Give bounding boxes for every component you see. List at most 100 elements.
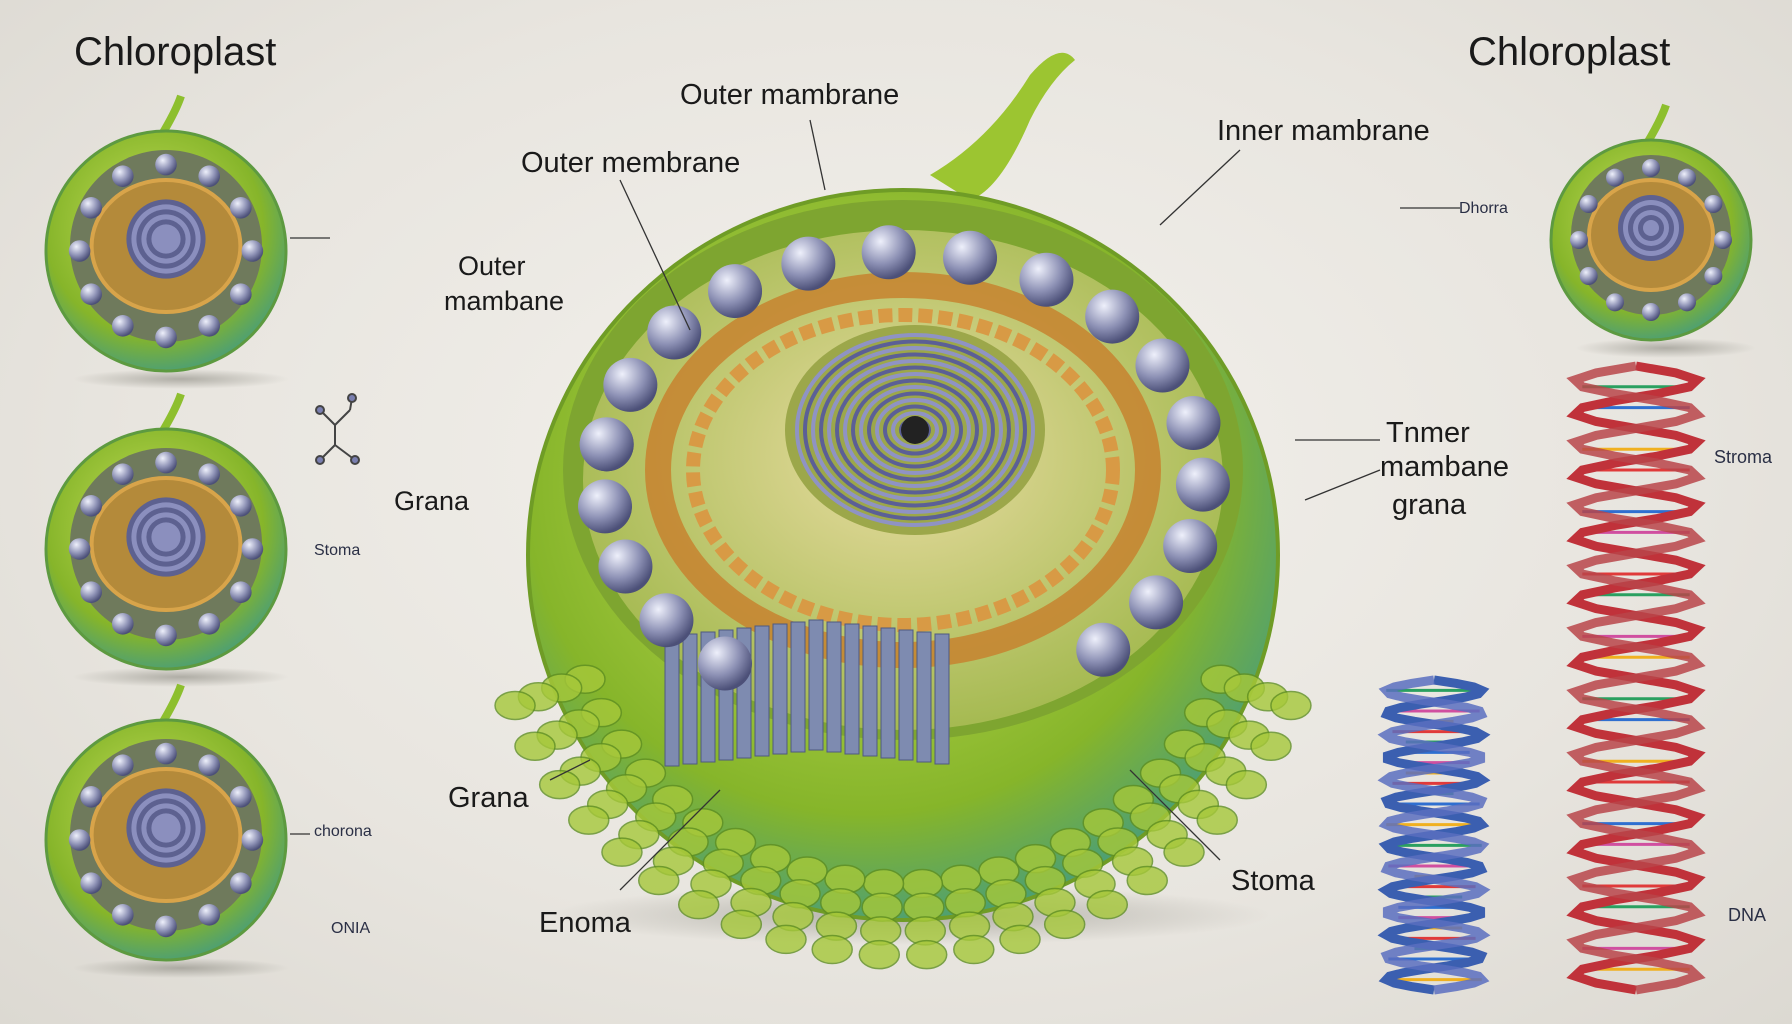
title-left: Chloroplast <box>74 30 277 74</box>
label-outer-mambrane-top: Outer mambrane <box>680 79 900 111</box>
mini-granule <box>112 754 134 776</box>
mini-granule <box>155 915 177 938</box>
thylakoid-fin <box>682 633 698 765</box>
mini-granule <box>1678 168 1696 187</box>
surface-cell <box>858 939 901 970</box>
mini-granule <box>1579 267 1598 285</box>
thylakoid-fin <box>808 619 824 751</box>
main-chloroplast <box>494 52 1312 970</box>
mini-granule <box>80 197 102 219</box>
thylakoid-fin <box>844 623 860 755</box>
granum-ring <box>867 391 963 469</box>
surface-cell <box>568 805 610 835</box>
mini-granule <box>155 624 177 647</box>
granule <box>1175 457 1230 512</box>
label-stoma-bottom: Stoma <box>1231 865 1315 897</box>
mini-granum <box>151 813 181 843</box>
granum-ring <box>811 346 1019 514</box>
mini-granule <box>241 240 264 262</box>
shadow <box>73 369 289 389</box>
mini-granule <box>230 197 252 219</box>
surface-cell <box>601 837 643 867</box>
backbone <box>1566 361 1706 995</box>
surface-cell <box>905 939 948 970</box>
thylakoid-fin <box>754 625 770 757</box>
granule <box>943 230 998 285</box>
dna-helix <box>1377 675 1491 995</box>
granum-ring <box>843 372 987 488</box>
mini-granule <box>1606 293 1624 312</box>
thylakoid-fin <box>898 629 914 761</box>
granum-ring <box>891 411 939 449</box>
mini-granule <box>198 463 220 485</box>
shadow <box>1576 338 1756 358</box>
surface-cell <box>1270 690 1312 721</box>
granule <box>1166 395 1221 450</box>
surface-cell <box>677 889 720 920</box>
mini-granule <box>198 315 220 337</box>
surface-cell <box>538 769 581 800</box>
thylakoid-fin <box>916 631 932 763</box>
surface-cell <box>1250 731 1292 762</box>
surface-cell <box>1225 769 1268 800</box>
surface-cell <box>1163 837 1205 867</box>
mini-granule <box>80 872 102 894</box>
surface-cell <box>811 934 853 965</box>
thylakoid-fin <box>880 627 896 759</box>
mini-chloroplasts <box>44 94 1756 978</box>
mini-chloroplast <box>44 94 289 389</box>
dna-helices <box>1377 361 1706 995</box>
granule <box>647 305 702 360</box>
label-grana-left: Grana <box>394 486 470 516</box>
granum-ring <box>875 398 955 462</box>
surface-cell <box>638 865 680 896</box>
mini-granule <box>230 495 252 517</box>
mini-granule <box>1579 195 1598 213</box>
surface-cell <box>1086 889 1129 920</box>
mini-granule <box>198 904 220 926</box>
mini-granule <box>68 538 91 560</box>
label-chorona: chorona <box>314 823 372 840</box>
thylakoid-fin <box>862 625 878 757</box>
mini-granule <box>155 326 177 349</box>
granule <box>781 236 836 291</box>
granule <box>598 539 653 594</box>
mini-granule <box>198 165 220 187</box>
granum-ring <box>835 365 995 495</box>
mini-granule <box>68 829 91 851</box>
label-grana-bottom: Grana <box>448 782 529 814</box>
granum-ring <box>859 385 971 475</box>
mini-granule <box>1642 303 1660 321</box>
dna-helix <box>1566 361 1706 995</box>
granum-ring <box>827 359 1003 501</box>
mini-granule <box>1570 231 1588 249</box>
mini-granule <box>1704 195 1723 213</box>
granule <box>603 357 658 412</box>
granule <box>708 264 763 319</box>
granule <box>1163 518 1218 573</box>
granule <box>578 479 633 534</box>
mini-granule <box>80 581 102 603</box>
mini-granule <box>198 754 220 776</box>
granum-ring <box>803 339 1027 521</box>
mini-granule <box>112 904 134 926</box>
granum-ring <box>819 352 1011 508</box>
surface-cell <box>765 924 807 955</box>
granule <box>1085 289 1140 344</box>
granule <box>1135 338 1190 393</box>
label-outer-mambane-1: Outer <box>458 251 526 281</box>
label-stoma-small: Stoma <box>314 542 361 559</box>
mini-granule <box>1714 231 1732 249</box>
mini-granule <box>112 613 134 635</box>
thylakoid-fin <box>826 621 842 753</box>
label-enoma: Enoma <box>539 907 631 939</box>
mini-granum <box>1643 220 1659 236</box>
granule <box>1019 252 1074 307</box>
title-right: Chloroplast <box>1468 30 1671 74</box>
granum-stack <box>785 325 1045 535</box>
thylakoid-fin <box>934 633 950 765</box>
granum-ring <box>883 404 947 456</box>
label-stroma-right: Stroma <box>1714 447 1773 467</box>
mini-granule <box>198 613 220 635</box>
